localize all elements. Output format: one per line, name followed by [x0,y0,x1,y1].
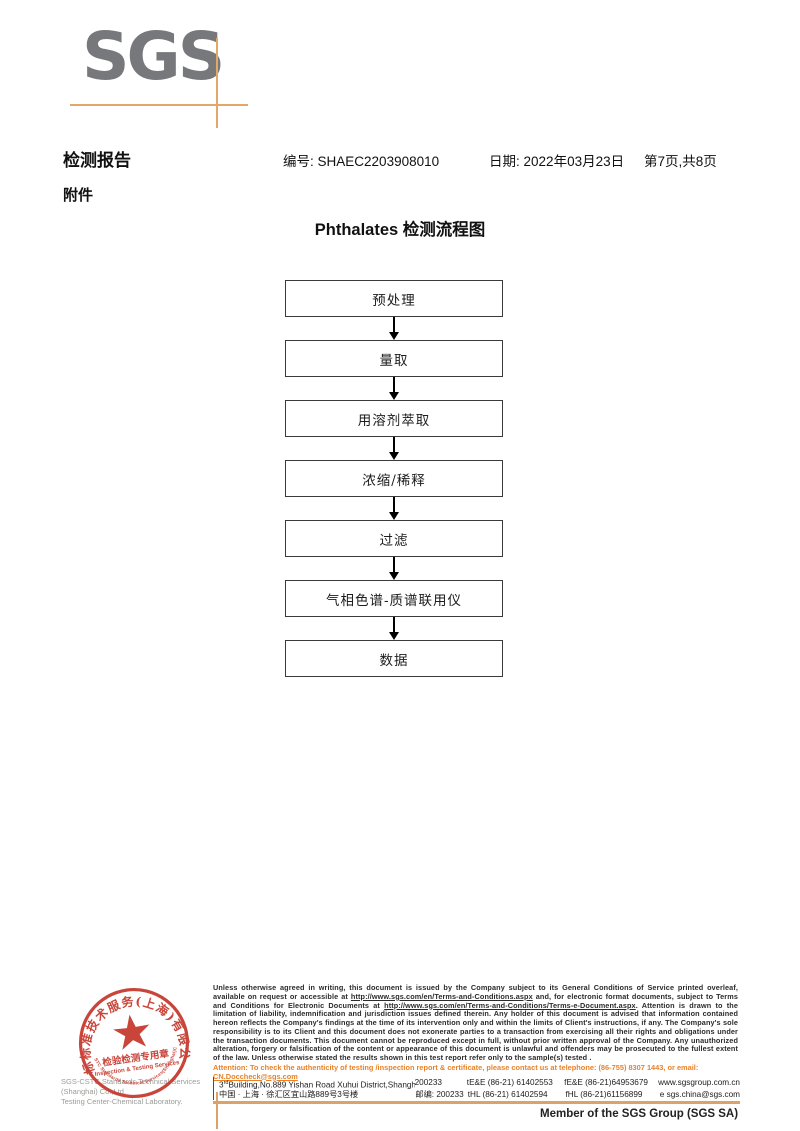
telephone-1: tE&E (86-21) 61402553 [466,1078,553,1087]
flowchart-step-box: 气相色谱-质谱联用仪 [285,580,503,617]
flowchart-step: 浓缩/稀释 [285,460,503,520]
attachment-label: 附件 [63,187,94,204]
report-date: 日期: 2022年03月23日 [489,150,624,170]
postcode-en: 200233 [414,1078,442,1087]
legal-text: . Attention is drawn to the limitation o… [213,1000,739,1062]
fax-2: fHL (86-21)61156899 [565,1090,643,1099]
address-row-en: 3rdBuilding,No.889 Yishan Road Xuhui Dis… [219,1077,740,1090]
address-en: 3rdBuilding,No.889 Yishan Road Xuhui Dis… [219,1080,415,1090]
footer-horizontal-rule [213,1101,740,1104]
arrow-down-icon [285,557,503,580]
report-number-label: 编号: [283,154,314,169]
address-divider [213,1077,215,1100]
flowchart-step: 量取 [285,340,503,400]
report-number-value: SHAEC2203908010 [317,154,440,169]
flowchart-step-box: 数据 [285,640,503,677]
star-icon [113,1014,150,1050]
logo-vertical-rule [216,38,218,128]
flowchart-step: 数据 [285,640,503,677]
flowchart: 预处理 量取 用溶剂萃取 浓缩/稀释 过滤 [285,280,503,677]
legal-text: and, for electronic format documents, su… [213,991,738,1010]
flowchart-title: Phthalates 检测流程图 [314,221,486,239]
address-cn: 中国 · 上海 · 徐汇区宜山路889号3号楼 [219,1090,359,1099]
report-date-label: 日期: [489,154,520,169]
laboratory-name-line1: SGS-CSTC Standards Technical Services (S… [61,1077,201,1096]
website-link[interactable]: www.sgsgroup.com.cn [658,1078,740,1087]
flowchart-step-box: 用溶剂萃取 [285,400,503,437]
flowchart-step-box: 预处理 [285,280,503,317]
email-link[interactable]: e sgs.china@sgs.com [659,1090,740,1099]
fax-1: fE&E (86-21)64953679 [564,1078,648,1087]
terms-e-document-link[interactable]: http://www.sgs.com/en/Terms-and-Conditio… [384,1000,636,1010]
address-row-cn: 中国 · 上海 · 徐汇区宜山路889号3号楼 邮编: 200233 tHL (… [219,1089,740,1101]
company-stamp-icon: 通标标准技术服务(上海)有限公司 SGS-CSTC Standards Tech… [71,980,195,1099]
postcode-cn: 邮编: 200233 [415,1090,464,1099]
flowchart-step-box: 过滤 [285,520,503,557]
report-number: 编号: SHAEC2203908010 [283,150,439,170]
footer-vertical-rule [216,1092,218,1129]
laboratory-name-line2: Testing Center-Chemical Laboratory. [61,1097,183,1106]
arrow-down-icon [285,437,503,460]
report-title: 检测报告 [63,151,131,170]
sgs-member-line: Member of the SGS Group (SGS SA) [540,1108,739,1120]
doccheck-email-link[interactable]: CN.Doccheck@sgs.com [213,1071,298,1081]
legal-paragraph: Unless otherwise agreed in writing, this… [213,983,739,1063]
flowchart-step: 用溶剂萃取 [285,400,503,460]
logo-horizontal-rule [70,104,248,106]
flowchart-step: 气相色谱-质谱联用仪 [285,580,503,640]
sgs-logo: SGS [82,18,225,95]
flowchart-step-box: 浓缩/稀释 [285,460,503,497]
footer-legal-block: Unless otherwise agreed in writing, this… [213,983,739,1082]
address-block: 3rdBuilding,No.889 Yishan Road Xuhui Dis… [219,1077,740,1101]
terms-link[interactable]: http://www.sgs.com/en/Terms-and-Conditio… [350,991,533,1001]
flowchart-step: 预处理 [285,280,503,340]
legal-text: Unless otherwise agreed in writing, this… [213,983,738,1001]
laboratory-name: SGS-CSTC Standards Technical Services (S… [61,1077,226,1107]
flowchart-step: 过滤 [285,520,503,580]
arrow-down-icon [285,377,503,400]
attention-text: Attention: To check the authenticity of … [213,1062,699,1072]
flowchart-step-box: 量取 [285,340,503,377]
telephone-2: tHL (86-21) 61402594 [467,1090,548,1099]
arrow-down-icon [285,317,503,340]
attention-notice: Attention: To check the authenticity of … [213,1062,738,1082]
report-date-value: 2022年03月23日 [523,154,625,169]
arrow-down-icon [285,497,503,520]
arrow-down-icon [285,617,503,640]
page-indicator: 第7页,共8页 [644,154,717,169]
